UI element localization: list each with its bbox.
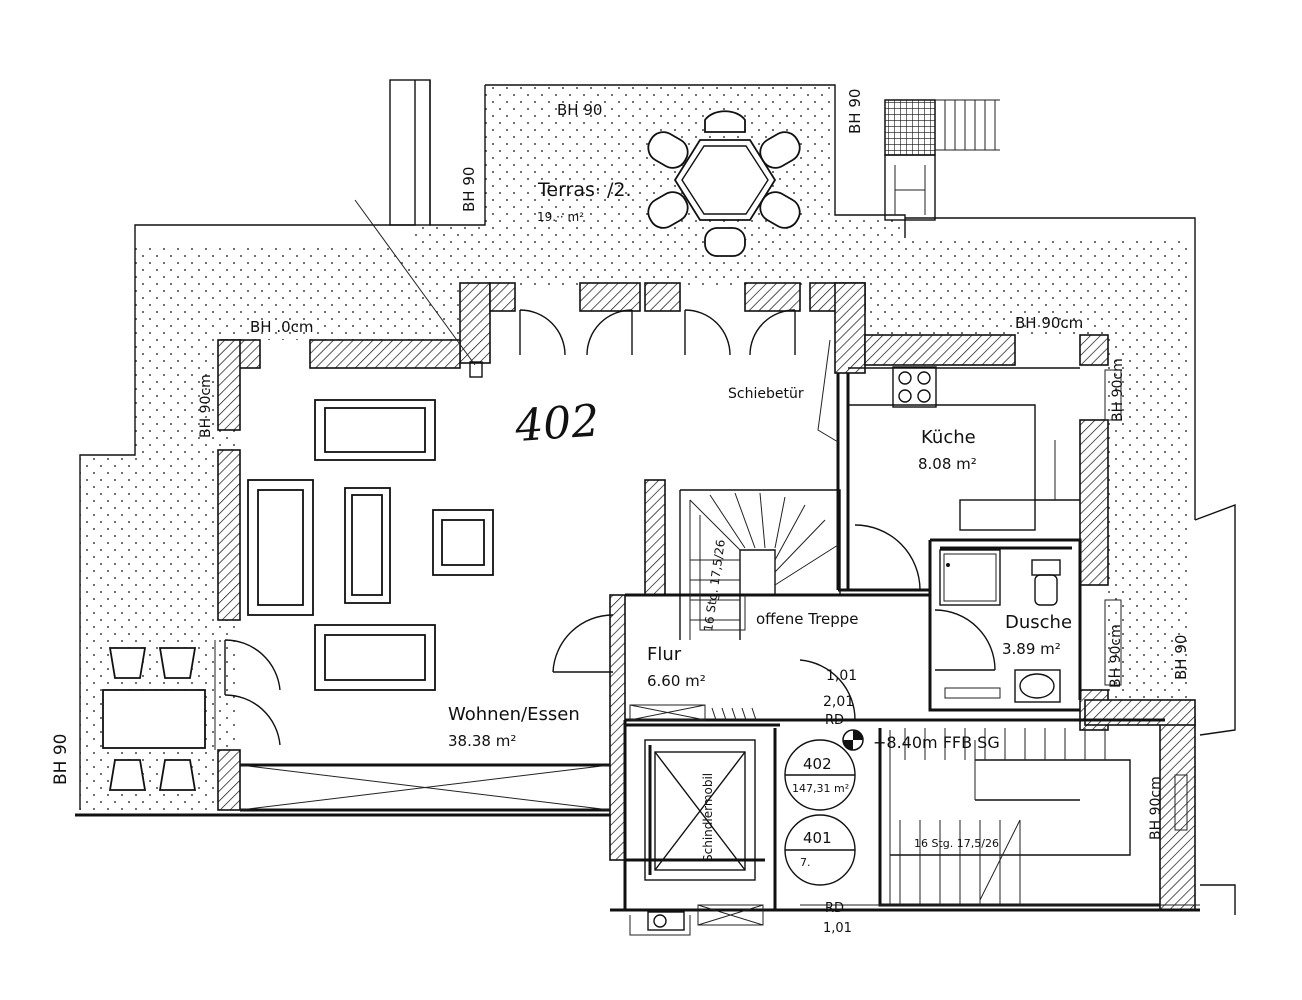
bh-kitchen-side: BH 90cm [1110, 358, 1126, 422]
unit-number: 402 [513, 395, 601, 452]
badge-b-number: 401 [803, 829, 832, 847]
unit-badge-b: 401 7. [784, 814, 856, 886]
bh-left-side: BH 90cm [198, 374, 214, 438]
bottom-door-height: 1,01 [823, 921, 852, 936]
table-and-chairs-icon [102, 647, 206, 791]
bh-upper-left: BH .0cm [250, 318, 314, 336]
bh-far-right: BH 90 [1172, 635, 1190, 680]
lift-label: Schindlermobil [701, 773, 715, 862]
bh-stair-side: BH 90cm [1148, 776, 1164, 840]
doors [224, 309, 1188, 926]
room-labels: 402 Terras· /2. 19.·· m² Küche 8.08 m² D… [448, 179, 1072, 750]
construction-lines [214, 199, 1236, 936]
bh-bottom-left: BH 90 [51, 734, 71, 785]
badge-a-area: 147,31 m² [792, 782, 849, 795]
washbasin-icon [1014, 669, 1061, 703]
badge-a-number: 402 [803, 755, 832, 773]
kitchen-name: Küche [921, 427, 976, 448]
stairwell [889, 728, 1131, 905]
unit-badge-a: 402 147,31 m² [784, 739, 856, 811]
living-furniture [247, 399, 494, 691]
door-height-top: 1,01 [826, 668, 857, 684]
spiral-stair [679, 489, 841, 640]
open-stair-label: offene Treppe [756, 610, 859, 628]
inner-stair-spec: 16 Stg. 17,5/26 [701, 539, 728, 633]
badge-b-area: 7. [800, 856, 811, 869]
parapet-labels: BH 90 BH 90 BH 90 BH .0cm BH 90cm BH 90c… [51, 89, 1190, 840]
external-stair [884, 99, 1000, 221]
hob-icon [892, 366, 937, 408]
hall-area: 6.60 m² [647, 672, 706, 690]
bh-terrace-left: BH 90 [460, 167, 478, 212]
kitchen-area: 8.08 m² [918, 455, 977, 473]
elevator-icon [644, 739, 756, 881]
bh-shower-side: BH 90cm [1108, 624, 1124, 688]
bh-terrace-top: BH 90 [557, 101, 602, 119]
sliding-door-label: Schiebetür [728, 386, 804, 402]
outer-walls [217, 282, 1196, 911]
living-name: Wohnen/Essen [448, 704, 580, 725]
terrace-area: 19.·· m² [537, 210, 584, 224]
bh-terrace-right: BH 90 [846, 89, 864, 134]
bh-right-top: BH 90cm [1015, 314, 1083, 332]
level-marker-icon [842, 729, 864, 751]
rd-top: RD [825, 713, 844, 728]
door-height-bottom: 2,01 [823, 694, 854, 710]
terrace-name: Terras· /2. [537, 179, 632, 201]
terrace-table-icon [647, 110, 801, 257]
toilet-icon [1031, 559, 1061, 606]
outer-stair-spec: 16 Stg. 17,5/26 [914, 837, 999, 850]
shower-area: 3.89 m² [1002, 640, 1061, 658]
kitchen-counter [848, 366, 1080, 531]
rd-bottom: RD [825, 901, 844, 916]
bathroom-fixtures [939, 549, 1061, 703]
terrace-area [79, 79, 1196, 810]
hall-name: Flur [647, 644, 682, 665]
level-mark: +8.40m FFB SG [873, 733, 1000, 752]
shower-icon [939, 549, 1001, 606]
living-area: 38.38 m² [448, 732, 516, 750]
shower-name: Dusche [1005, 612, 1072, 633]
